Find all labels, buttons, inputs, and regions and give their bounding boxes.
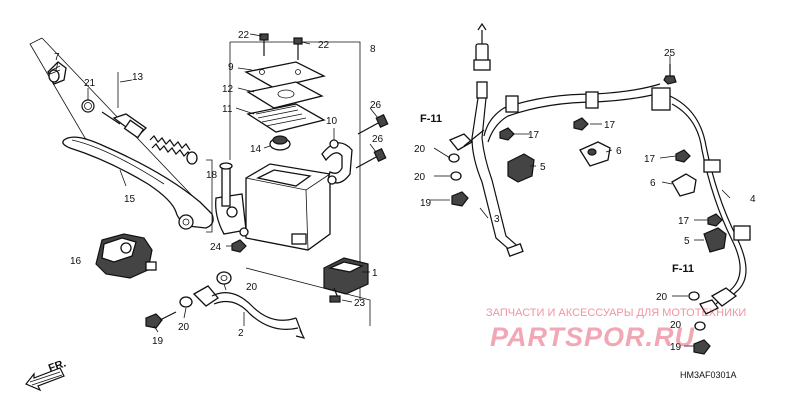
label-part-3: 3 [494,214,500,225]
clip-part-6-top [579,141,611,167]
label-part-1: 1 [372,268,378,279]
label-part-6-b: 6 [650,178,656,189]
label-part-23: 23 [354,298,366,309]
label-part-9: 9 [228,62,234,73]
part-labels: 7 21 13 15 16 22 22 8 9 12 11 14 10 26 2… [47,30,756,380]
leader-lines [55,33,731,347]
bolts-part-17 [499,117,723,227]
label-part-20-e: 20 [656,292,668,303]
label-part-16: 16 [70,256,82,267]
label-part-24: 24 [210,242,222,253]
label-part-17-d: 17 [678,216,690,227]
label-part-22-a: 22 [238,30,250,41]
label-part-21: 21 [84,78,96,89]
bolt-part-26 [355,113,389,169]
label-part-10: 10 [326,116,338,127]
label-part-20-d: 20 [414,172,426,183]
diagram-code: HM3AF0301A [680,370,737,380]
screw-part-23 [329,287,341,303]
circlip-part-21 [81,99,95,113]
label-part-6-a: 6 [616,146,622,157]
front-direction-arrow [25,367,65,392]
clip-part-5-top [507,153,535,183]
label-part-4: 4 [750,194,756,205]
watermark-line-1: ЗАПЧАСТИ И АКСЕССУАРЫ ДЛЯ МОТОТЕХНИКИ [486,307,746,319]
label-part-26-a: 26 [370,100,382,111]
label-part-19-a: 19 [152,336,164,347]
label-part-20-f: 20 [670,320,682,331]
boot-part-7 [47,61,67,85]
brake-lever-part-15 [62,136,214,230]
front-direction-label: FR. [47,357,68,374]
label-part-8: 8 [370,44,376,55]
label-part-14: 14 [250,144,262,155]
label-part-5-a: 5 [540,162,546,173]
piston-rod [101,111,148,139]
label-part-20-c: 20 [414,144,426,155]
label-part-2: 2 [238,328,244,339]
watermark-line-2: PARTSPOR.RU [490,322,696,352]
nut-part-24 [231,239,247,253]
cap-part-14 [269,135,291,151]
label-part-7: 7 [54,52,60,63]
group-frame-lower [245,267,371,326]
label-part-15: 15 [124,194,136,205]
bolt-part-19-left [145,311,177,329]
label-part-19-c: 19 [670,342,682,353]
watermark: ЗАПЧАСТИ И АКСЕССУАРЫ ДЛЯ МОТОТЕХНИКИ PA… [486,307,746,352]
label-part-20-a: 20 [246,282,258,293]
reservoir-cap-plate-part-9 [244,61,326,89]
label-part-20-b: 20 [178,322,190,333]
washer-part-20-left [179,271,232,308]
switch-housing-part-16 [95,233,157,279]
label-part-26-b: 26 [372,134,384,145]
hose-part-2 [192,285,306,339]
label-part-22-b: 22 [318,40,330,51]
label-part-11: 11 [222,104,233,115]
hose-part-4 [483,83,751,307]
label-part-5-b: 5 [684,236,690,247]
fitting-lower-right [688,291,719,355]
label-part-25: 25 [664,48,676,59]
label-part-19-b: 19 [420,198,432,209]
clip-part-6-right [671,173,697,197]
switch-part-1 [323,257,369,295]
plate-part-12 [246,81,324,109]
label-part-13: 13 [132,72,144,83]
label-part-17-a: 17 [528,130,540,141]
diaphragm-part-11 [246,103,326,133]
holder-part-10 [321,139,353,185]
screw-part-18 [206,159,233,233]
label-part-18: 18 [206,170,218,181]
screw-part-22 [259,33,303,60]
reference-f11-top: F-11 [420,113,442,125]
clip-part-5-right [703,227,727,253]
reference-f11-bottom: F-11 [672,263,694,275]
bolt-part-25 [663,64,677,85]
spring [149,135,198,165]
label-part-17-c: 17 [644,154,656,165]
fitting-left [448,129,485,207]
label-part-12: 12 [222,84,234,95]
group-frame-8 [229,41,361,300]
master-cylinder-body [215,163,331,251]
label-part-17-b: 17 [604,120,616,131]
